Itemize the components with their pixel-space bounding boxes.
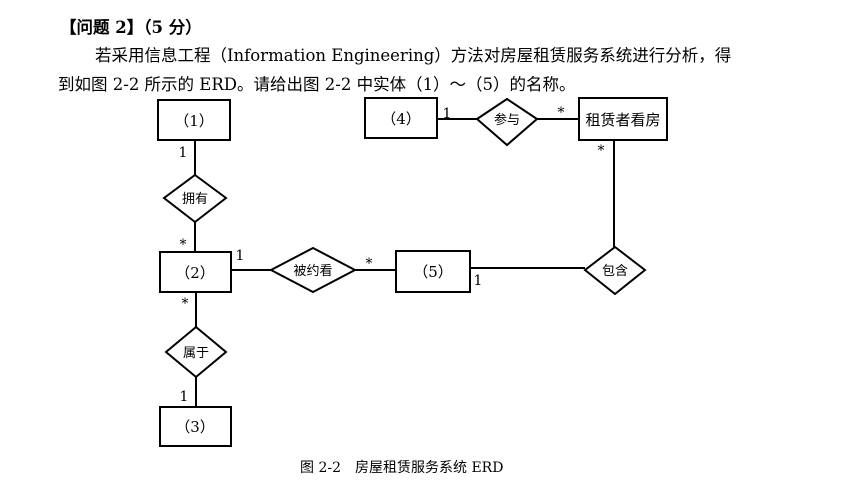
entity-4	[364, 97, 438, 139]
cardinality-label: *	[182, 296, 189, 312]
entity-1-label: （1）	[174, 112, 214, 130]
entity-renter-viewing-label: 租赁者看房	[585, 111, 660, 129]
entity-3-label: （3）	[175, 418, 215, 436]
entity-5-label: （5）	[413, 263, 453, 281]
entity-1	[157, 99, 231, 141]
relationship-participate	[475, 97, 539, 147]
relationship-appointed	[268, 246, 358, 294]
cardinality-label: *	[366, 256, 373, 272]
relationship-appointed-label: 被约看	[293, 263, 332, 279]
cardinality-label: *	[558, 105, 565, 121]
cardinality-label: 1	[474, 273, 483, 289]
entity-5	[395, 250, 471, 293]
figure-caption: 图 2-2 房屋租赁服务系统 ERD	[300, 460, 504, 476]
question-text-line1: 若采用信息工程（Information Engineering）方法对房屋租赁服…	[95, 46, 732, 65]
connectors	[194, 118, 615, 407]
entity-2	[159, 251, 232, 293]
cardinality-label: 1	[443, 106, 452, 122]
entity-renter-viewing	[578, 97, 668, 141]
question-heading: 【问题 2】（5 分）	[60, 18, 202, 37]
relationship-belongs	[164, 325, 228, 379]
entity-3	[159, 406, 232, 447]
cardinality-label: *	[180, 237, 187, 253]
entity-4-label: （4）	[381, 110, 421, 128]
question-text-line2: 到如图 2-2 所示的 ERD。请给出图 2-2 中实体（1）～（5）的名称。	[58, 75, 576, 94]
cardinality-label: 1	[180, 389, 189, 405]
relationship-participate-label: 参与	[494, 112, 520, 128]
relationship-belongs-label: 属于	[183, 346, 209, 361]
relationship-contain-label: 包含	[602, 263, 628, 279]
relationship-own	[162, 173, 228, 224]
cardinality-label: *	[598, 143, 605, 159]
entity-2-label: （2）	[175, 264, 215, 282]
cardinality-label: 1	[179, 145, 188, 161]
cardinality-label: 1	[236, 248, 245, 264]
relationship-own-label: 拥有	[182, 192, 208, 207]
relationship-contain	[583, 245, 647, 296]
